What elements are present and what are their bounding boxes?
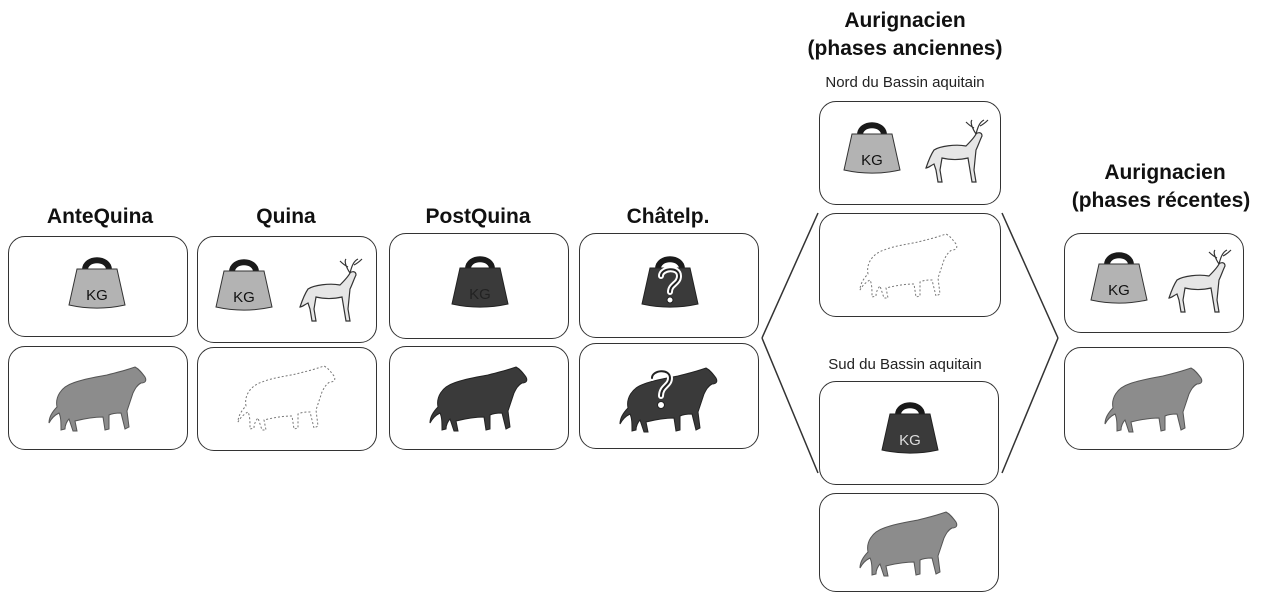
panel-antequina-weight: KG [8,236,188,337]
panel-chatelp-weight [579,233,759,338]
hyena-icon [860,512,960,578]
hyena-icon [1105,368,1205,434]
weight-label: KG [842,152,902,169]
panel-antequina-hyena [8,346,188,450]
panel-quina-hyena [197,347,377,451]
panel-aurignacien-recentes-hyena [1064,347,1244,450]
panel-aurignacien-anciennes-south-weight: KG [819,381,999,485]
panel-chatelp-hyena [579,343,759,449]
weight-label: KG [450,286,510,303]
question-mark-icon [655,264,685,304]
hyena-icon [860,234,960,300]
panel-aurignacien-anciennes-south-hyena [819,493,999,592]
weight-label: KG [214,289,274,306]
hyena-icon [430,367,530,433]
reindeer-icon [920,120,990,184]
weight-label: KG [67,287,127,304]
weight-label: KG [880,432,940,449]
reindeer-icon [1163,250,1233,314]
hyena-icon [49,367,149,433]
panel-aurignacien-recentes-weight: KG [1064,233,1244,333]
panel-postquina-weight: KG [389,233,569,339]
panel-quina-weight: KG [197,236,377,343]
question-mark-icon [646,366,676,410]
weight-label: KG [1089,282,1149,299]
panel-aurignacien-anciennes-north-hyena [819,213,1001,317]
reindeer-icon [294,259,364,323]
panel-postquina-hyena [389,346,569,450]
panel-aurignacien-anciennes-north-weight: KG [819,101,1001,205]
hyena-icon [238,366,338,432]
